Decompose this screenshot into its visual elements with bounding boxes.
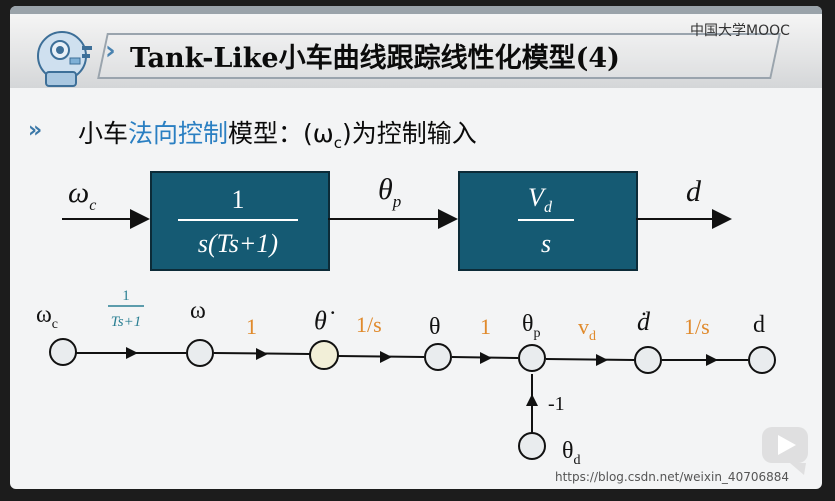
node-d-dot <box>634 346 662 374</box>
block2-denominator: s <box>541 229 551 258</box>
subtitle-highlight: 法向控制 <box>128 119 229 148</box>
subtitle: 小车法向控制模型：(ωc)为控制输入 <box>78 114 477 152</box>
node-theta-p <box>518 344 546 372</box>
gain-1-denominator: Ts+1 <box>111 314 141 330</box>
top-bar <box>10 6 822 14</box>
node-label-theta-d: θd <box>562 438 581 468</box>
page-title: Tank-Like小车曲线跟踪线性化模型(4) <box>130 43 620 74</box>
node-label-d-dot: ḋ <box>637 307 651 336</box>
gain-1-numerator: 1 <box>122 288 130 304</box>
mooc-watermark: 中国大学MOOC <box>690 23 790 39</box>
subtitle-subscript: c <box>333 134 342 152</box>
gain-7: -1 <box>548 393 565 415</box>
node-theta-dot <box>309 340 339 370</box>
node-label-omega: ω <box>190 298 206 324</box>
node-label-theta: θ <box>429 314 441 340</box>
node-label-d: d <box>753 312 765 338</box>
node-label-omega-c: ωc <box>36 302 58 332</box>
gain-2: 1 <box>246 314 257 339</box>
subtitle-prefix: 小车 <box>78 119 129 148</box>
block1-denominator: s(Ts+1) <box>198 229 278 258</box>
gain-5: vd <box>578 314 596 344</box>
input-label: ωc <box>68 176 96 214</box>
node-omega <box>186 339 214 367</box>
block2-numerator: Vd <box>528 183 553 216</box>
title-chevron-icon: › <box>105 36 116 66</box>
node-label-theta-p: θp <box>522 311 541 341</box>
gain-3: 1/s <box>356 312 382 337</box>
node-label-theta-dot: θ̇ <box>314 306 335 335</box>
node-theta <box>424 343 452 371</box>
subtitle-middle: 模型：(ω <box>228 119 334 148</box>
gain-4: 1 <box>480 314 491 339</box>
middle-label: θp <box>378 173 401 211</box>
node-theta-d <box>518 432 546 460</box>
subtitle-suffix: )为控制输入 <box>341 119 477 148</box>
node-d <box>748 346 776 374</box>
block1-numerator: 1 <box>232 185 245 214</box>
bullet-icon: » <box>28 118 43 143</box>
play-icon[interactable] <box>760 421 822 483</box>
gain-6: 1/s <box>684 314 710 339</box>
robot-head-icon <box>37 31 92 87</box>
csdn-watermark: https://blog.csdn.net/weixin_40706884 <box>555 470 790 484</box>
output-label: d <box>686 175 702 208</box>
diagram-canvas: 1 s(Ts+1) Vd s ωc θp d <box>36 173 776 468</box>
node-omega-c <box>49 338 77 366</box>
title-band <box>10 16 822 88</box>
slide: › Tank-Like小车曲线跟踪线性化模型(4) » 小车法向控制模型：(ωc… <box>10 6 822 489</box>
